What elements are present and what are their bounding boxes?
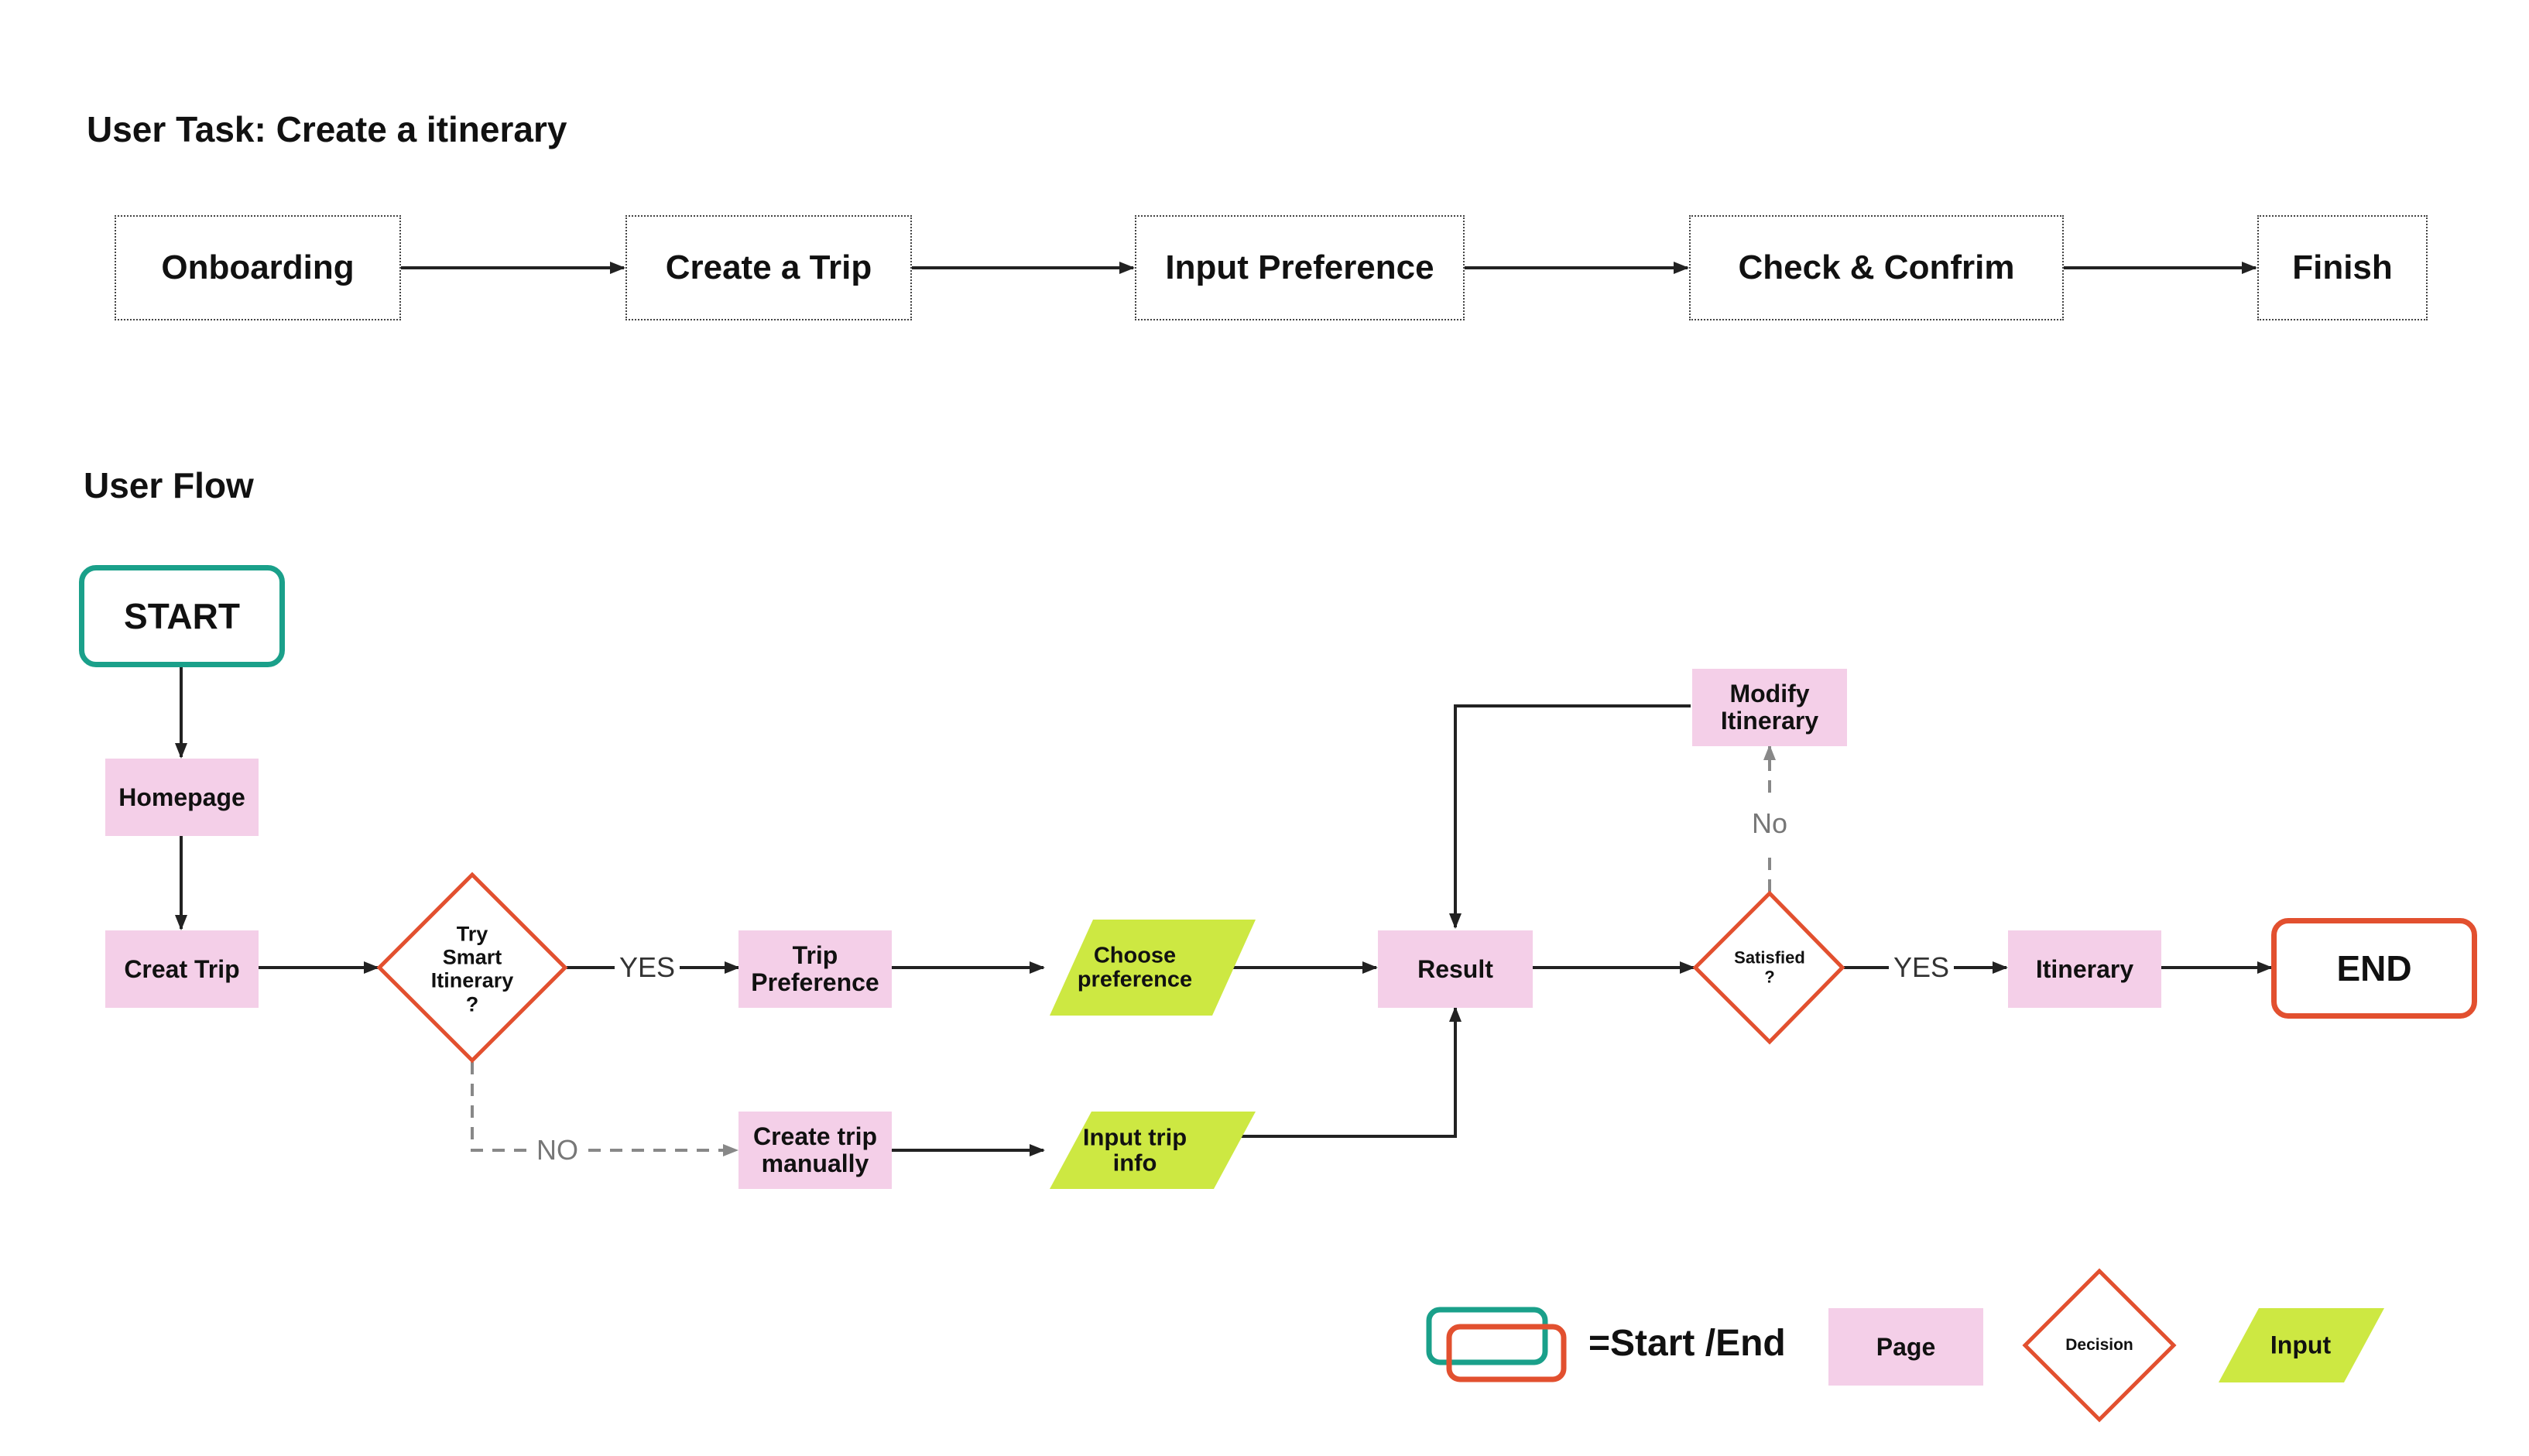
edge-label-yes-satisfied: YES — [1888, 951, 1955, 984]
legend-decision-diamond — [2022, 1268, 2177, 1423]
input-choose-preference-shape — [1050, 920, 1256, 1016]
edge-label-yes-smart: YES — [614, 951, 680, 984]
decision-satisfied-label: Satisfied ? — [1734, 947, 1805, 986]
page-homepage: Homepage — [105, 759, 259, 836]
decision-smart-diamond — [376, 872, 568, 1064]
end-node: END — [2271, 918, 2477, 1019]
edge-label-no-smart: NO — [532, 1134, 583, 1167]
legend-page: Page — [1828, 1308, 1983, 1386]
legend-input-shape — [2219, 1308, 2384, 1382]
input-trip-info-label: Input trip info — [1082, 1123, 1187, 1177]
task-title: User Task: Create a itinerary — [87, 109, 567, 149]
task-step-input-preference: Input Preference — [1135, 215, 1465, 320]
arrow-decision-no-line — [471, 1062, 526, 1152]
flow-title: User Flow — [84, 465, 254, 505]
legend-input-label: Input — [2270, 1331, 2332, 1359]
page-creat-trip: Creat Trip — [105, 930, 259, 1008]
start-node: START — [79, 565, 285, 667]
input-choose-preference-label: Choose preference — [1077, 943, 1193, 992]
legend-start-end-label: =Start /End — [1588, 1323, 1786, 1364]
page-itinerary: Itinerary — [2008, 930, 2161, 1008]
page-trip-preference: Trip Preference — [738, 930, 892, 1008]
task-step-check-confirm: Check & Confrim — [1689, 215, 2064, 320]
legend-decision-label: Decision — [2065, 1336, 2133, 1354]
task-step-finish: Finish — [2257, 215, 2428, 320]
task-step-onboarding: Onboarding — [115, 215, 401, 320]
edge-label-no-satisfied: No — [1746, 807, 1793, 840]
arrow-modify-result — [1449, 704, 1691, 929]
input-trip-info-shape — [1050, 1112, 1256, 1189]
task-step-create-trip: Create a Trip — [625, 215, 912, 320]
page-modify-itinerary: Modify Itinerary — [1692, 669, 1847, 746]
page-create-trip-manually: Create trip manually — [738, 1112, 892, 1189]
arrow-tripinfo-result — [1235, 1006, 1462, 1138]
legend-end-icon — [1446, 1324, 1567, 1382]
page-result: Result — [1378, 930, 1533, 1008]
decision-satisfied-diamond — [1692, 890, 1845, 1045]
legend-start-icon — [1426, 1307, 1548, 1365]
decision-smart-label: Try Smart Itinerary ? — [430, 922, 514, 1016]
